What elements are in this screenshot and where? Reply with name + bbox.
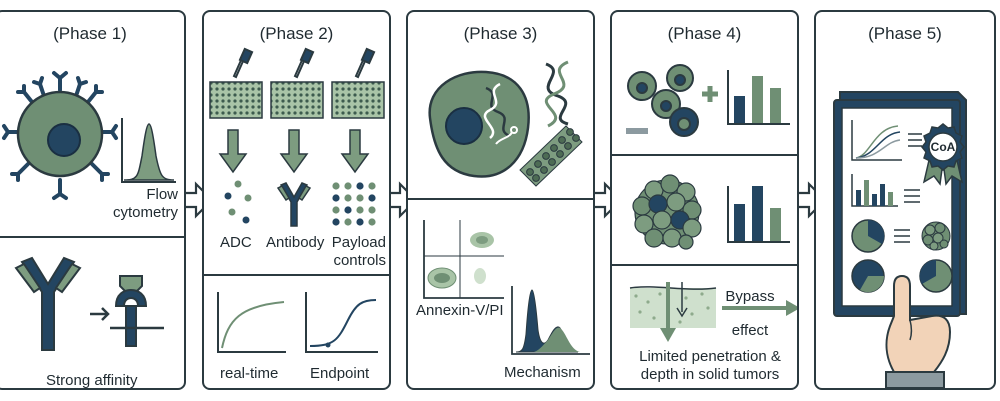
- adc-label: ADC: [220, 234, 252, 251]
- real-time-label: real-time: [220, 365, 279, 382]
- hand-icon: [885, 274, 952, 388]
- phase-4-divider-2: [612, 264, 797, 266]
- antibody-binding-icon: [14, 256, 164, 351]
- annexin-label: Annexin-V/PI: [416, 302, 504, 319]
- phase-3-divider: [408, 198, 593, 200]
- antibody-label: Antibody: [266, 234, 325, 251]
- phase-2-divider: [204, 274, 389, 276]
- phase-2-title: (Phase 2): [259, 24, 334, 43]
- mechanism-label: Mechanism: [504, 364, 581, 381]
- receptor-cell-icon: [2, 71, 118, 200]
- phase-3-panel: (Phase 3) Annexin: [406, 10, 595, 390]
- well-plates-icon: [209, 47, 385, 119]
- endpoint-label: Endpoint: [310, 365, 370, 382]
- bypass-effect-label: Bypass effect: [725, 288, 775, 339]
- penetration-label: Limited penetration & depth in solid tum…: [639, 348, 781, 383]
- tumor-spheroid-icon: [632, 174, 702, 250]
- antibody-icon: [276, 182, 312, 227]
- bar-chart-1: [727, 70, 790, 125]
- phase-4-panel: (Phase 4): [610, 10, 799, 390]
- cell-dna-icon: [428, 60, 583, 187]
- phase-1-divider: [0, 236, 184, 238]
- endpoint-curve-chart: [305, 292, 378, 353]
- real-time-curve-chart: [217, 292, 286, 353]
- coa-label: CoA: [930, 140, 956, 154]
- mechanism-histogram-chart: [511, 286, 590, 355]
- coa-badge-icon: [921, 123, 965, 186]
- strong-affinity-label: Strong affinity: [46, 372, 138, 389]
- annexin-scatter-chart: [423, 220, 504, 299]
- phase-4-title: (Phase 4): [667, 24, 742, 43]
- tissue-penetration-icon: [629, 282, 797, 342]
- payload-dot-grid-icon: [332, 182, 376, 226]
- phase-4-divider-1: [612, 154, 797, 156]
- cell-comparison-icon: [626, 64, 718, 137]
- bar-chart-2: [727, 186, 790, 243]
- phase-1-title: (Phase 1): [53, 24, 127, 43]
- phase-5-panel: (Phase 5) CoA: [814, 10, 996, 390]
- payload-controls-label: Payload controls: [331, 234, 386, 269]
- phase-1-panel: (Phase 1) Flow cytometry: [0, 10, 186, 390]
- adc-dots-icon: [224, 180, 252, 224]
- phase-3-title: (Phase 3): [463, 24, 538, 43]
- down-arrows-icon: [218, 129, 370, 174]
- phase-2-panel: (Phase 2): [202, 10, 391, 390]
- phase-5-title: (Phase 5): [868, 24, 942, 43]
- flow-cytometry-label: Flow cytometry: [112, 186, 178, 221]
- flow-histogram-chart: [121, 118, 176, 183]
